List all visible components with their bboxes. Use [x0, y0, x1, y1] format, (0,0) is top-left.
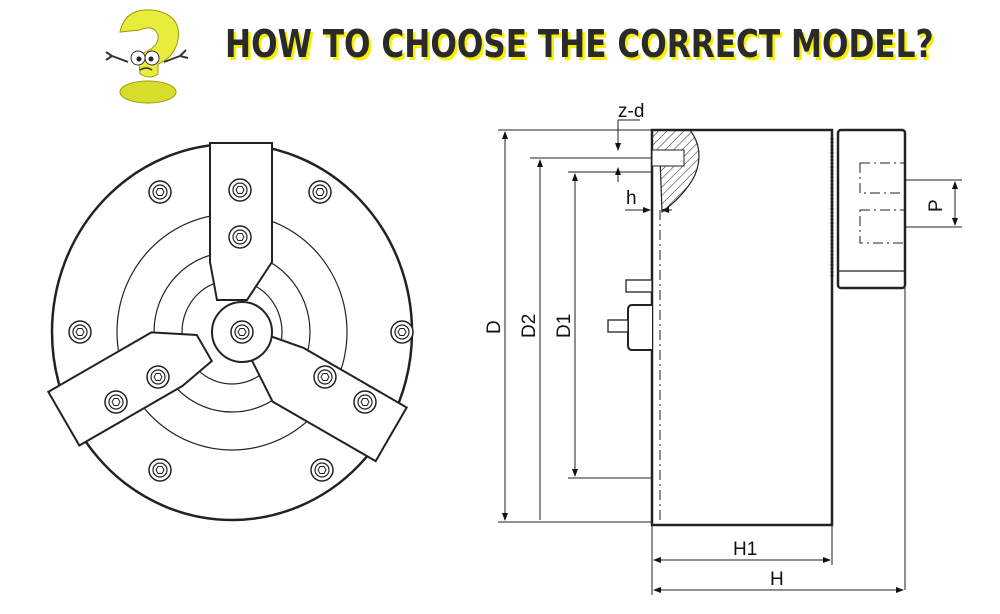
- question-mark-character-icon: [105, 9, 189, 104]
- page-title: HOW TO CHOOSE THE CORRECT MODEL?: [225, 22, 934, 66]
- dim-label-d: D: [484, 320, 505, 334]
- chuck-side-view: [607, 128, 907, 590]
- chuck-front-view: [46, 142, 414, 522]
- dim-label-d2: D2: [519, 314, 540, 338]
- dim-label-h1: H1: [733, 539, 757, 560]
- dim-label-zd: z-d: [618, 101, 644, 122]
- dim-label-h-total: H: [770, 569, 784, 590]
- dim-label-h: h: [626, 188, 637, 209]
- dim-label-p: P: [926, 199, 947, 212]
- dim-label-d1: D1: [554, 314, 575, 338]
- dimension-lines: [498, 119, 962, 595]
